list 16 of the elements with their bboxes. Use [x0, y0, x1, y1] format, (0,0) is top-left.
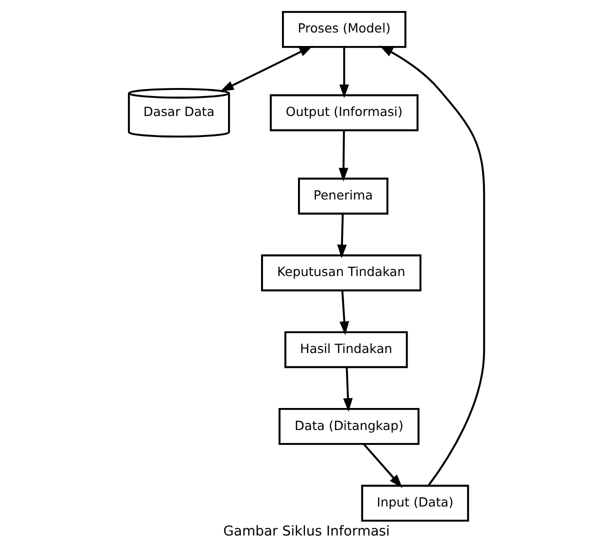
arrow [379, 46, 486, 486]
node-box: Penerima [298, 178, 388, 215]
arrow [337, 214, 347, 258]
node-box: Keputusan Tindakan [261, 254, 422, 292]
arrow [340, 290, 350, 336]
arrow [343, 367, 353, 412]
arrow [338, 130, 348, 182]
arrow [362, 443, 402, 488]
node-box: Data (Ditangkap) [278, 408, 420, 445]
node-box: Hasil Tindakan [284, 331, 408, 368]
node-box: Input (Data) [361, 484, 470, 522]
arrow [220, 46, 313, 92]
node-box: Output (Informasi) [270, 94, 419, 132]
caption: Gambar Siklus Informasi [223, 523, 390, 540]
node-box: Proses (Model) [282, 10, 406, 48]
arrow [339, 47, 349, 98]
